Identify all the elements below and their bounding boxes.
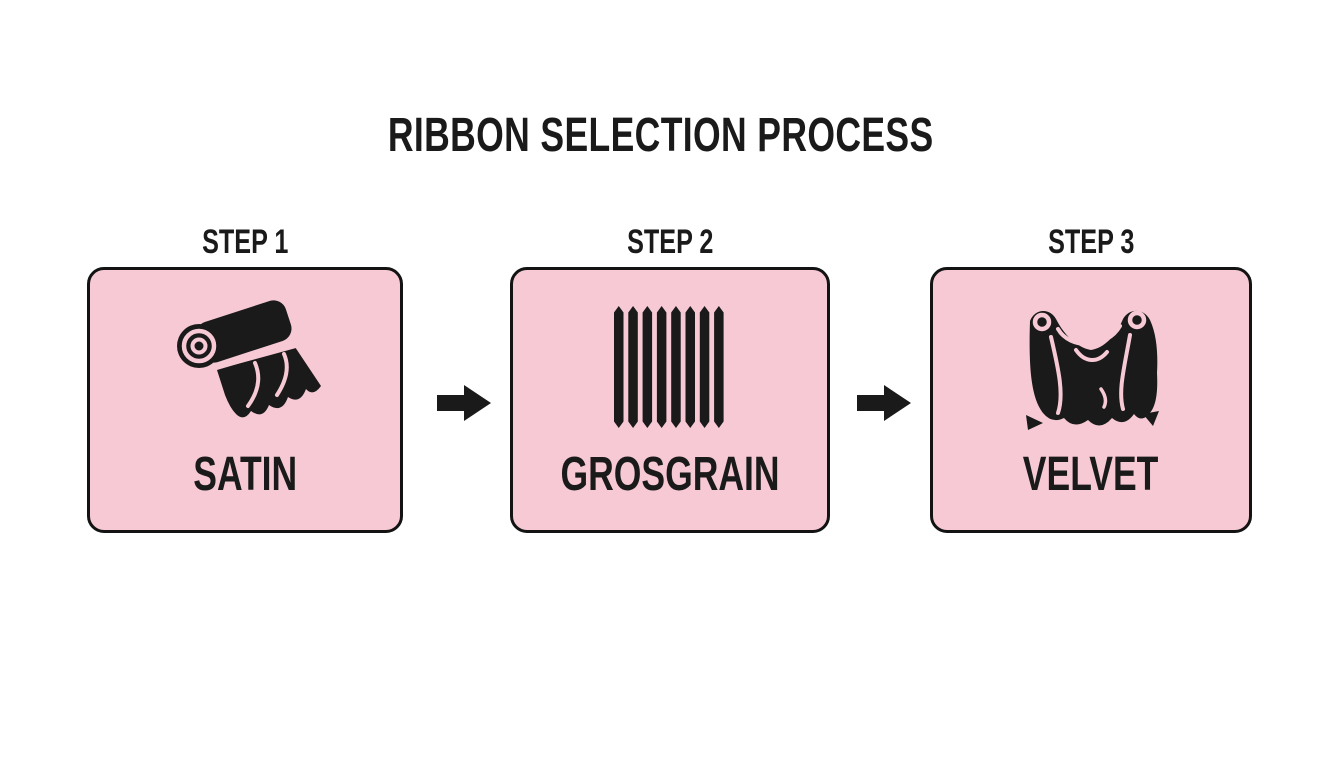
step-1-label: STEP 1 xyxy=(201,223,289,261)
page-title-text: RIBBON SELECTION PROCESS xyxy=(388,109,934,162)
arrow-right-icon xyxy=(437,385,491,421)
step-2-box: GROSGRAIN xyxy=(510,267,830,533)
step-2-label: STEP 2 xyxy=(626,223,714,261)
ribbon-type-label: VELVET xyxy=(1023,448,1159,501)
step-3-label: STEP 3 xyxy=(1047,223,1135,261)
grosgrain-ribbed-ribbon-icon xyxy=(513,306,827,428)
ribbon-type-label: GROSGRAIN xyxy=(560,448,780,501)
ribbon-type-label: SATIN xyxy=(193,448,297,501)
step-3-box: VELVET xyxy=(930,267,1252,533)
satin-ribbon-roll-icon xyxy=(90,296,400,436)
page-title: RIBBON SELECTION PROCESS xyxy=(0,112,1322,160)
arrow-right-icon xyxy=(857,385,911,421)
velvet-drape-icon xyxy=(933,303,1249,431)
step-1-box: SATIN xyxy=(87,267,403,533)
